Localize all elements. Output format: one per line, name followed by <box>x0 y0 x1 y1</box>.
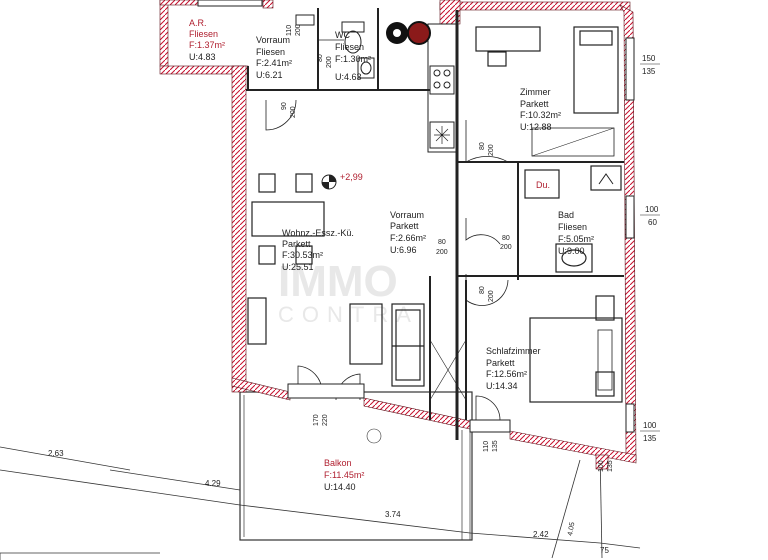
room-balkon-name: Balkon <box>324 458 352 468</box>
windows <box>197 0 635 433</box>
door-dim-top: 80 <box>502 235 510 242</box>
window-dim-top: 100 <box>643 421 657 430</box>
room-vorraum-2-floor: Parkett <box>390 221 419 231</box>
window-dim-bottom: 135 <box>643 434 657 443</box>
room-wohn-floor: Parkett <box>282 239 311 249</box>
door-dim-bottom: 220 <box>322 414 329 426</box>
overall-dims: 2.63 4.29 3.74 2.42 4.05 75 <box>48 449 609 555</box>
door-dim-bottom: 200 <box>436 249 448 256</box>
room-wc-name: WC <box>335 30 350 40</box>
room-zimmer-perimeter: U:12.88 <box>520 122 552 132</box>
room-schlafzimmer: Schlafzimmer Parkett F:12.56m² U:14.34 <box>486 346 541 391</box>
room-balkon-perimeter: U:14.40 <box>324 482 356 492</box>
dim-label: 4.05 <box>567 522 576 537</box>
door-dim-bottom: 200 <box>290 106 297 118</box>
door-dim-bottom: 200 <box>488 144 495 156</box>
balcony <box>0 391 473 560</box>
watermark: IMMO CONTRA <box>278 257 419 327</box>
room-ar-perimeter: U:4.83 <box>189 52 216 62</box>
door-dim-bottom: 200 <box>488 290 495 302</box>
dim-label: 75 <box>600 546 609 555</box>
room-bad-area: F:5.05m² <box>558 234 594 244</box>
room-zimmer: Zimmer Parkett F:10.32m² U:12.88 <box>520 87 561 132</box>
room-ar: A.R. Fliesen F:1.37m² U:4.83 <box>189 18 225 62</box>
room-vorraum-1-perimeter: U:6.21 <box>256 70 283 80</box>
window-dim-top: 150 <box>642 54 656 63</box>
zimmer-furniture <box>475 26 619 157</box>
dim-label: 2.63 <box>48 449 64 458</box>
window-dim-bottom: 135 <box>607 460 614 472</box>
room-balkon: Balkon F:11.45m² U:14.40 <box>324 458 364 492</box>
room-vorraum-2-area: F:2.66m² <box>390 233 426 243</box>
level-marker: +2,99 <box>321 172 363 190</box>
room-bad-floor: Fliesen <box>558 222 587 232</box>
window-dim-bottom: 60 <box>648 218 657 227</box>
room-bad-perimeter: U:9.00 <box>558 246 585 256</box>
door-dim-top: 80 <box>438 239 446 246</box>
living-furniture <box>247 173 425 387</box>
door-dim-top: 110 <box>483 441 490 452</box>
room-schlafzimmer-perimeter: U:14.34 <box>486 381 518 391</box>
door-dim-bottom: 200 <box>500 244 512 251</box>
room-wc-floor: Fliesen <box>335 42 364 52</box>
dim-label: 2.42 <box>533 530 549 539</box>
room-wohn: Wohnz.-Essz.-Kü. Parkett F:30.53m² U:25.… <box>282 228 354 272</box>
room-wc-area: F:1.30m² <box>335 54 371 64</box>
window-dim-top: 100 <box>598 460 605 472</box>
room-vorraum-1-name: Vorraum <box>256 35 290 45</box>
watermark-top-text: IMMO <box>278 257 398 306</box>
room-vorraum-2-perimeter: U:6.96 <box>390 245 417 255</box>
room-zimmer-name: Zimmer <box>520 87 551 97</box>
kitchen-counter <box>427 23 457 153</box>
dimension-lines <box>0 446 641 559</box>
door-dim-top: 170 <box>313 414 320 426</box>
bedroom-furniture <box>529 295 623 403</box>
room-wohn-name: Wohnz.-Essz.-Kü. <box>282 228 354 238</box>
interior-walls <box>246 8 624 440</box>
watermark-bottom-text: CONTRA <box>278 302 419 327</box>
room-schlafzimmer-floor: Parkett <box>486 358 515 368</box>
room-ar-name: A.R. <box>189 18 207 28</box>
shower-label: Du. <box>536 180 550 190</box>
door-dim-top: 110 <box>286 25 293 36</box>
door-dim-bottom: 200 <box>295 24 302 36</box>
door-dim-bottom: 200 <box>326 56 333 68</box>
bathroom-fixtures <box>524 165 622 273</box>
window-dim-top: 100 <box>645 205 659 214</box>
room-balkon-area: F:11.45m² <box>324 470 364 480</box>
room-vorraum-1-area: F:2.41m² <box>256 58 292 68</box>
room-bad-name: Bad <box>558 210 574 220</box>
room-zimmer-floor: Parkett <box>520 99 549 109</box>
door-dim-top: 80 <box>317 54 324 62</box>
room-vorraum-1-floor: Fliesen <box>256 47 285 57</box>
room-ar-area: F:1.37m² <box>189 40 225 50</box>
dim-label: 3.74 <box>385 510 401 519</box>
room-vorraum-2: Vorraum Parkett F:2.66m² U:6.96 <box>390 210 426 255</box>
room-vorraum-2-name: Vorraum <box>390 210 424 220</box>
room-vorraum-1: Vorraum Fliesen F:2.41m² U:6.21 <box>256 35 292 80</box>
room-wc: WC Fliesen F:1.30m² U:4.63 <box>335 30 371 82</box>
room-ar-floor: Fliesen <box>189 29 218 39</box>
door-dims: 110 200 80 200 90 200 80 200 80 200 80 2… <box>281 24 512 452</box>
room-schlafzimmer-area: F:12.56m² <box>486 369 527 379</box>
room-schlafzimmer-name: Schlafzimmer <box>486 346 541 356</box>
room-wohn-area: F:30.53m² <box>282 250 323 260</box>
room-bad: Du. Bad Fliesen F:5.05m² U:9.00 <box>536 180 594 256</box>
door-dim-top: 90 <box>281 102 288 110</box>
window-dims: 150 135 100 60 100 135 100 135 <box>598 54 660 472</box>
door-dim-top: 80 <box>479 142 486 150</box>
door-dim-top: 80 <box>479 286 486 294</box>
wc-fixtures <box>295 14 375 79</box>
hob-icon <box>386 21 431 45</box>
door-dim-bottom: 135 <box>492 440 499 452</box>
window-dim-bottom: 135 <box>642 67 656 76</box>
room-wc-perimeter: U:4.63 <box>335 72 362 82</box>
level-text: +2,99 <box>340 172 363 182</box>
room-zimmer-area: F:10.32m² <box>520 110 561 120</box>
dim-label: 4.29 <box>205 479 221 488</box>
room-wohn-perimeter: U:25.51 <box>282 262 314 272</box>
